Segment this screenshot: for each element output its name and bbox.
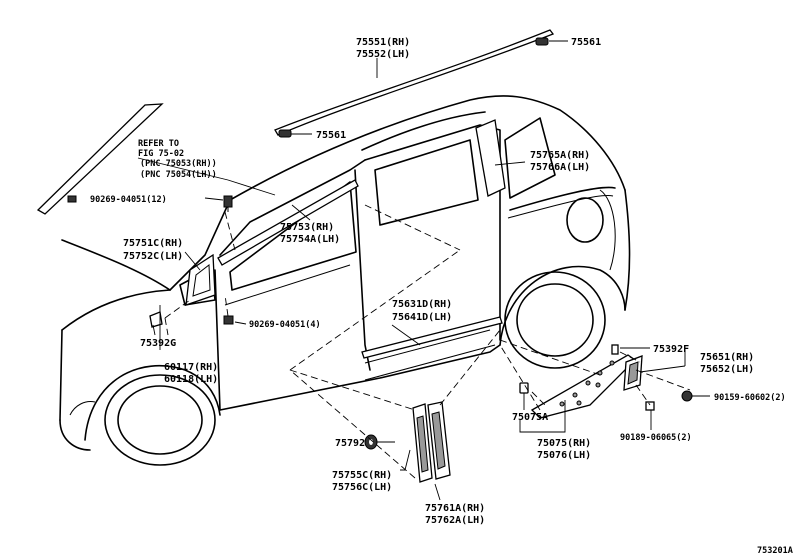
label-75075: 75075(RH) — [537, 438, 591, 449]
label-75641: 75641D(LH) — [392, 312, 452, 323]
label-75561-mid: 75561 — [316, 130, 346, 141]
cushion-75392f — [611, 344, 619, 355]
windshield-moulding-clip — [67, 195, 77, 203]
label-75792: 75792 — [335, 438, 365, 449]
label-75551: 75551(RH) — [356, 37, 410, 48]
label-screw-90189: 90189-06065(2) — [620, 433, 692, 443]
label-75392f: 75392F — [653, 344, 689, 355]
label-75392g: 75392G — [140, 338, 176, 349]
label-75753: 75753(RH) — [280, 222, 334, 233]
label-75765: 75765A(RH) — [530, 150, 590, 161]
label-60117: 60117(RH) — [164, 362, 218, 373]
label-75651: 75651(RH) — [700, 352, 754, 363]
cushion-75392g — [149, 311, 163, 328]
assembly-guide-lines — [164, 204, 691, 479]
quarter-garnish-plate — [530, 354, 637, 419]
roof-moulding-clip-mid — [278, 129, 292, 138]
label-75076: 75076(LH) — [537, 450, 591, 461]
label-clip-upper: 90269-04051(12) — [90, 195, 167, 205]
label-75652: 75652(LH) — [700, 364, 754, 375]
grommet-75792-icon — [364, 434, 378, 450]
label-75756: 75756C(LH) — [332, 482, 392, 493]
roof-drip-moulding — [274, 29, 555, 136]
label-75751: 75751C(RH) — [123, 238, 183, 249]
label-refer-2: FIG 75-02 — [138, 149, 184, 159]
label-75766: 75766A(LH) — [530, 162, 590, 173]
figure-id: 753201A — [757, 546, 793, 556]
label-75075a: 75075A — [512, 412, 548, 423]
label-75752: 75752C(LH) — [123, 251, 183, 262]
leader-lines — [137, 40, 710, 501]
door-side-moulding — [361, 316, 503, 359]
label-refer-4: (PNC 75054(LH)) — [140, 170, 217, 180]
label-75755: 75755C(RH) — [332, 470, 392, 481]
screw-90159-icon — [681, 390, 693, 402]
roof-moulding-clip-top — [535, 37, 549, 46]
label-refer-3: (PNC 75053(RH)) — [140, 159, 217, 169]
label-screw-90159: 90159-60602(2) — [714, 393, 786, 403]
label-75761: 75761A(RH) — [425, 503, 485, 514]
clip-lower-icon — [223, 315, 234, 325]
rear-pillar-garnish — [475, 119, 506, 197]
vehicle-body-outline — [59, 95, 631, 466]
clip-upper-icon — [223, 195, 233, 212]
label-clip-lower: 90269-04051(4) — [249, 320, 321, 330]
label-75552: 75552(LH) — [356, 49, 410, 60]
label-60118: 60118(LH) — [164, 374, 218, 385]
windshield-moulding — [36, 103, 164, 215]
label-75754: 75754A(LH) — [280, 234, 340, 245]
front-door-frame-moulding — [217, 179, 359, 266]
label-refer-1: REFER TO — [138, 139, 179, 149]
label-75762: 75762A(LH) — [425, 515, 485, 526]
label-75561-top: 75561 — [571, 37, 601, 48]
label-75631: 75631D(RH) — [392, 299, 452, 310]
mirror-base-garnish — [185, 253, 216, 306]
screw-90189-icon — [645, 401, 655, 411]
